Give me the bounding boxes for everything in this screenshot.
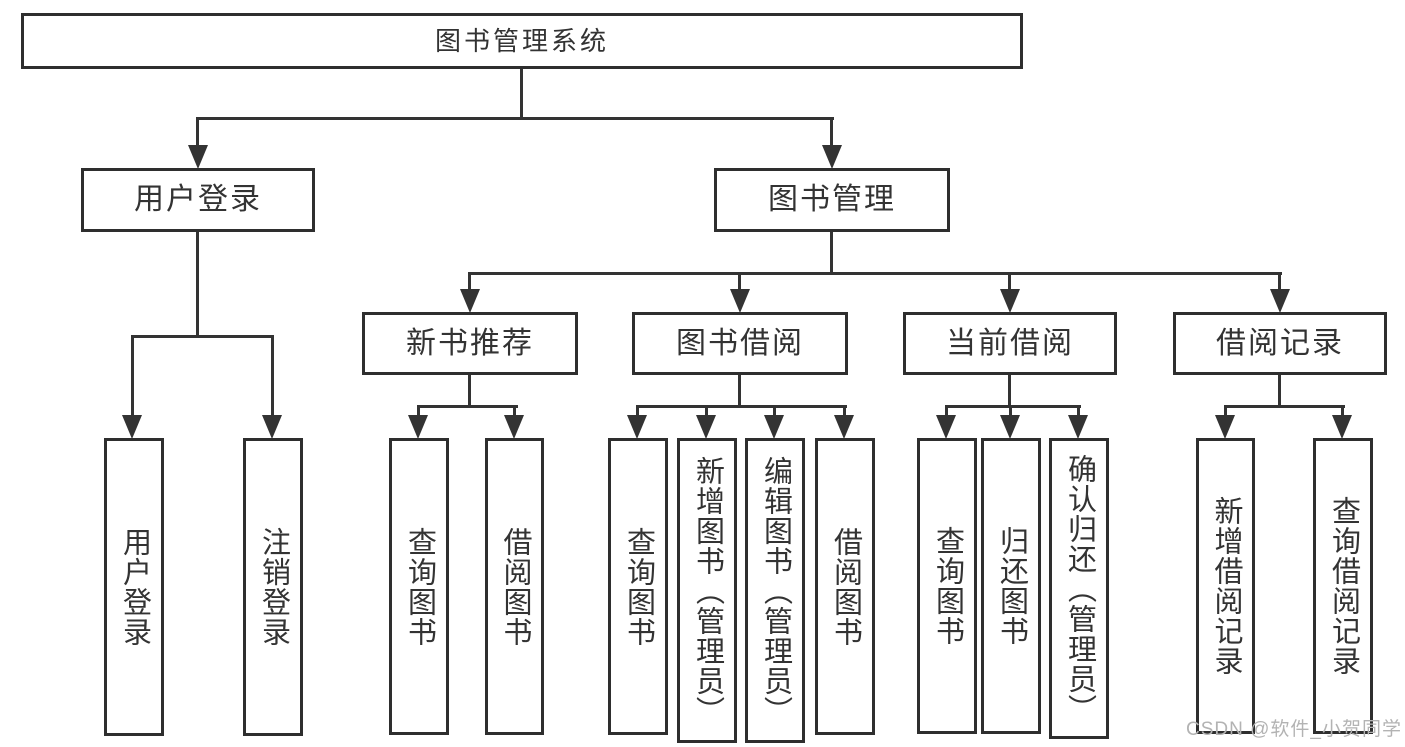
arrow-down-icon [822,145,842,169]
connector-line [520,68,523,118]
node-leaf-query-book-2-label: 查询图书 [622,526,655,647]
node-leaf-borrow-book-2-label: 借阅图书 [829,526,862,647]
connector-line [271,335,274,417]
node-leaf-query-book-1: 查询图书 [389,438,449,735]
arrow-down-icon [1270,289,1290,313]
connector-line [417,405,518,408]
connector-line [738,272,741,292]
connector-line [131,335,134,417]
connector-line [417,405,420,418]
connector-line [468,272,1282,275]
arrow-down-icon [936,415,956,439]
connector-line [636,405,639,418]
node-leaf-edit-book: 编辑图书（管理员） [745,438,805,743]
connector-line [131,335,274,338]
node-leaf-confirm-return: 确认归还（管理员） [1049,438,1109,739]
node-leaf-user-login: 用户登录 [104,438,164,736]
node-leaf-return-book: 归还图书 [981,438,1041,734]
connector-line [1278,272,1281,292]
node-borrow-records: 借阅记录 [1173,312,1387,375]
node-leaf-borrow-book-2: 借阅图书 [815,438,875,735]
connector-line [1341,405,1344,418]
connector-line [636,405,847,408]
arrow-down-icon [460,289,480,313]
node-leaf-confirm-return-label: 确认归还（管理员） [1063,453,1096,724]
arrow-down-icon [504,415,524,439]
arrow-down-icon [696,415,716,439]
arrow-down-icon [1000,289,1020,313]
node-leaf-add-record: 新增借阅记录 [1196,438,1255,734]
node-borrow-records-label: 借阅记录 [1216,326,1344,360]
arrow-down-icon [730,289,750,313]
node-leaf-borrow-book-1: 借阅图书 [485,438,544,735]
connector-line [773,405,776,418]
connector-line [196,117,834,120]
node-leaf-return-book-label: 归还图书 [995,526,1028,646]
connector-line [1008,272,1011,292]
arrow-down-icon [764,415,784,439]
connector-line [1009,405,1012,418]
connector-line [1224,405,1227,418]
connector-line [1224,405,1345,408]
arrow-down-icon [1332,415,1352,439]
node-book-borrow: 图书借阅 [632,312,848,375]
connector-line [945,405,948,418]
connector-line [1077,405,1080,418]
connector-line [945,405,1081,408]
node-root-label: 图书管理系统 [434,26,609,56]
node-leaf-user-login-label: 用户登录 [118,527,151,647]
connector-line [830,232,833,275]
node-user-login: 用户登录 [81,168,315,232]
node-new-books: 新书推荐 [362,312,578,375]
arrow-down-icon [122,415,142,439]
node-leaf-logout-label: 注销登录 [257,527,290,647]
node-new-books-label: 新书推荐 [406,326,534,360]
connector-line [513,405,516,418]
node-leaf-logout: 注销登录 [243,438,303,736]
node-leaf-borrow-book-1-label: 借阅图书 [499,526,531,647]
arrow-down-icon [1068,415,1088,439]
node-leaf-query-record-label: 查询借阅记录 [1327,496,1360,676]
node-leaf-query-book-3: 查询图书 [917,438,977,734]
arrow-down-icon [188,145,208,169]
arrow-down-icon [627,415,647,439]
node-root: 图书管理系统 [21,13,1023,69]
connector-line [705,405,708,418]
node-book-mgmt: 图书管理 [714,168,950,232]
connector-line [830,117,833,150]
connector-line [196,117,199,150]
arrow-down-icon [1000,415,1020,439]
arrow-down-icon [1215,415,1235,439]
node-book-borrow-label: 图书借阅 [676,326,804,360]
node-leaf-edit-book-label: 编辑图书（管理员） [759,455,792,726]
node-leaf-add-record-label: 新增借阅记录 [1210,496,1242,676]
connector-line [1008,373,1011,408]
node-book-mgmt-label: 图书管理 [768,183,896,216]
arrow-down-icon [262,415,282,439]
node-leaf-query-book-3-label: 查询图书 [931,526,964,646]
connector-line [468,272,471,292]
node-leaf-query-book-1-label: 查询图书 [403,526,436,647]
node-current-borrow-label: 当前借阅 [946,326,1074,360]
node-leaf-add-book: 新增图书（管理员） [677,438,737,743]
node-user-login-label: 用户登录 [134,183,262,216]
node-leaf-query-book-2: 查询图书 [608,438,668,735]
connector-line [843,405,846,418]
connector-line [738,373,741,408]
node-leaf-add-book-label: 新增图书（管理员） [691,455,724,726]
connector-line [1278,373,1281,408]
node-current-borrow: 当前借阅 [903,312,1117,375]
connector-line [196,232,199,335]
node-leaf-query-record: 查询借阅记录 [1313,438,1373,734]
watermark-text: CSDN @软件_小贺同学 [1186,719,1402,740]
arrow-down-icon [834,415,854,439]
connector-line [468,373,471,408]
arrow-down-icon [408,415,428,439]
